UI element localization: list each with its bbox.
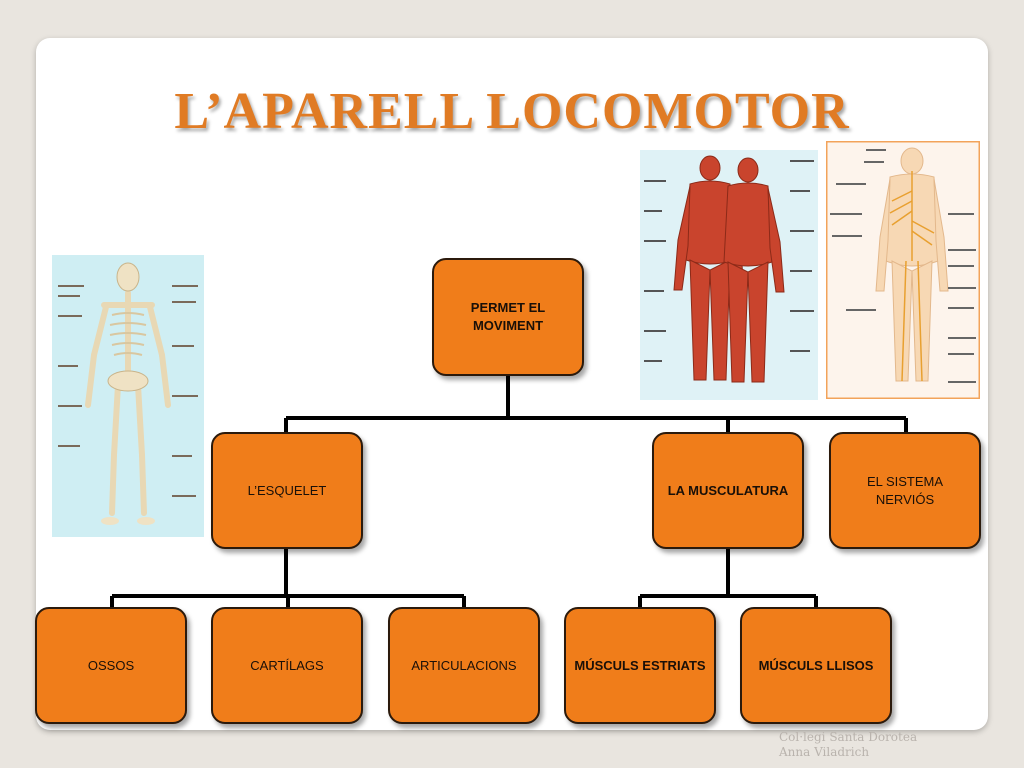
- footer-school: Col·legi Santa Dorotea: [779, 730, 918, 744]
- node-sistema-nervios: EL SISTEMA NERVIÓS: [829, 432, 981, 549]
- node-muscles-llisos: MÚSCULS LLISOS: [740, 607, 892, 724]
- node-ossos: OSSOS: [35, 607, 187, 724]
- slide-title: L’APARELL LOCOMOTOR: [174, 83, 850, 140]
- node-permet-el-moviment: PERMET EL MOVIMENT: [432, 258, 584, 376]
- muscular-system-illustration: [640, 150, 818, 400]
- node-esquelet: L’ESQUELET: [211, 432, 363, 549]
- footer-credit: Col·legi Santa Dorotea Anna Viladrich: [779, 730, 979, 760]
- footer-author: Anna Viladrich: [779, 745, 870, 759]
- nervous-system-illustration: [826, 141, 980, 399]
- node-articulacions: ARTICULACIONS: [388, 607, 540, 724]
- node-cartilags: CARTÍLAGS: [211, 607, 363, 724]
- node-musculatura: LA MUSCULATURA: [652, 432, 804, 549]
- skeleton-illustration: [52, 255, 204, 537]
- node-muscles-estriats: MÚSCULS ESTRIATS: [564, 607, 716, 724]
